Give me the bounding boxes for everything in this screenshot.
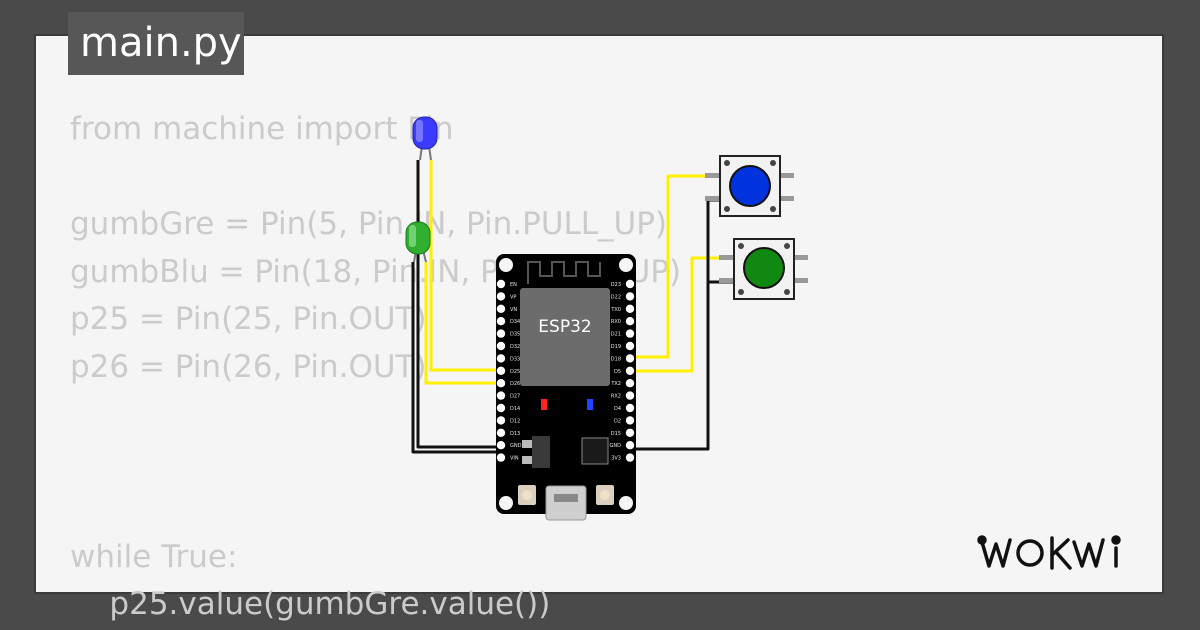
pin-label: VP xyxy=(510,294,516,300)
pin-gnd[interactable] xyxy=(625,441,635,450)
pin-rx0[interactable] xyxy=(625,317,635,326)
pin-label: D22 xyxy=(611,294,621,300)
pin-label: RX0 xyxy=(611,319,621,325)
pin-en[interactable] xyxy=(496,279,506,289)
green-led[interactable] xyxy=(405,221,431,263)
pin-rx2[interactable] xyxy=(625,391,635,400)
pin-label: D34 xyxy=(510,319,520,325)
pin-d5[interactable] xyxy=(625,366,635,375)
pin-label: D2 xyxy=(614,418,621,424)
wire-green-button-signal[interactable] xyxy=(630,256,734,373)
pin-d12[interactable] xyxy=(496,416,506,425)
esp32-board[interactable]: ESP32 ENVPVND34D35D32D33D25D26D27D14D12D… xyxy=(496,254,636,521)
usb-port xyxy=(545,485,587,521)
pin-label: VIN xyxy=(510,456,519,462)
pin-d26[interactable] xyxy=(496,379,506,388)
code-line: while True: xyxy=(70,538,238,575)
pin-3v3[interactable] xyxy=(625,453,635,462)
pin-d35[interactable] xyxy=(496,329,506,338)
pin-label: D27 xyxy=(510,394,520,400)
pin-label: D12 xyxy=(510,418,520,424)
wires xyxy=(411,160,734,454)
pin-label: 3V3 xyxy=(611,456,621,462)
pin-gnd[interactable] xyxy=(496,441,506,450)
pin-label: D26 xyxy=(510,381,520,387)
pin-d21[interactable] xyxy=(625,329,635,338)
pin-d2[interactable] xyxy=(625,416,635,425)
blue-push-button[interactable] xyxy=(705,155,794,217)
pin-label: D23 xyxy=(611,282,621,288)
pin-label: GND xyxy=(610,443,622,449)
code-line: gumbGre = Pin(5, Pin.IN, Pin.PULL_UP) xyxy=(70,206,668,242)
code-line: p25 = Pin(25, Pin.OUT) xyxy=(70,301,427,337)
pin-label: D35 xyxy=(510,332,520,338)
chip-label: ESP32 xyxy=(538,317,591,337)
pin-label: D21 xyxy=(611,332,621,338)
wire-blue-led-signal[interactable] xyxy=(429,160,500,372)
pin-d18[interactable] xyxy=(625,354,635,363)
pin-d15[interactable] xyxy=(625,428,635,437)
pin-label: D5 xyxy=(614,369,621,375)
wire-blue-led-gnd[interactable] xyxy=(416,160,500,449)
pin-vp[interactable] xyxy=(496,292,506,301)
wokwi-logo xyxy=(977,535,1121,570)
pin-label: TX2 xyxy=(610,381,621,387)
pin-label: EN xyxy=(510,282,517,288)
pin-d23[interactable] xyxy=(625,279,635,289)
pin-label: TX0 xyxy=(610,307,621,313)
file-tab[interactable]: main.py xyxy=(68,12,244,75)
wire-blue-button-gnd[interactable] xyxy=(630,198,720,451)
pin-label: D4 xyxy=(614,406,621,412)
green-push-button[interactable] xyxy=(719,238,808,300)
pin-tx2[interactable] xyxy=(625,379,635,388)
pin-d13[interactable] xyxy=(496,428,506,437)
pin-d22[interactable] xyxy=(625,292,635,301)
power-led xyxy=(541,399,547,410)
antenna-trace xyxy=(527,261,601,284)
user-led xyxy=(587,399,593,410)
wire-green-led-gnd[interactable] xyxy=(411,262,500,454)
pin-label: RX2 xyxy=(611,394,621,400)
pin-label: GND xyxy=(510,443,522,449)
pin-d4[interactable] xyxy=(625,403,635,413)
esp32-chip xyxy=(520,288,610,386)
blue-led[interactable] xyxy=(412,116,438,161)
pin-d14[interactable] xyxy=(496,403,506,413)
pin-label: D13 xyxy=(510,431,520,437)
pin-label: VN xyxy=(510,307,517,313)
pin-label: D32 xyxy=(510,344,520,350)
pin-d34[interactable] xyxy=(496,317,506,326)
pin-d25[interactable] xyxy=(496,366,506,375)
pin-label: D18 xyxy=(611,356,621,362)
pin-label: D14 xyxy=(510,406,520,412)
usb-chip xyxy=(581,437,609,465)
wire-green-led-signal[interactable] xyxy=(424,262,500,385)
pin-vin[interactable] xyxy=(496,453,506,462)
pin-label: D15 xyxy=(611,431,621,437)
pin-tx0[interactable] xyxy=(625,304,635,313)
pin-vn[interactable] xyxy=(496,304,506,313)
pin-label: D19 xyxy=(611,344,621,350)
code-line: p25.value(gumbGre.value()) xyxy=(70,586,551,622)
pin-label: D33 xyxy=(510,356,520,362)
pin-d19[interactable] xyxy=(625,341,635,351)
wire-blue-button-signal[interactable] xyxy=(630,174,720,359)
voltage-regulator xyxy=(532,436,550,468)
pin-label: D25 xyxy=(510,369,520,375)
pin-d33[interactable] xyxy=(496,354,506,363)
code-line: p26 = Pin(26, Pin.OUT) xyxy=(70,348,427,385)
pin-d32[interactable] xyxy=(496,341,506,351)
pin-d27[interactable] xyxy=(496,391,506,400)
